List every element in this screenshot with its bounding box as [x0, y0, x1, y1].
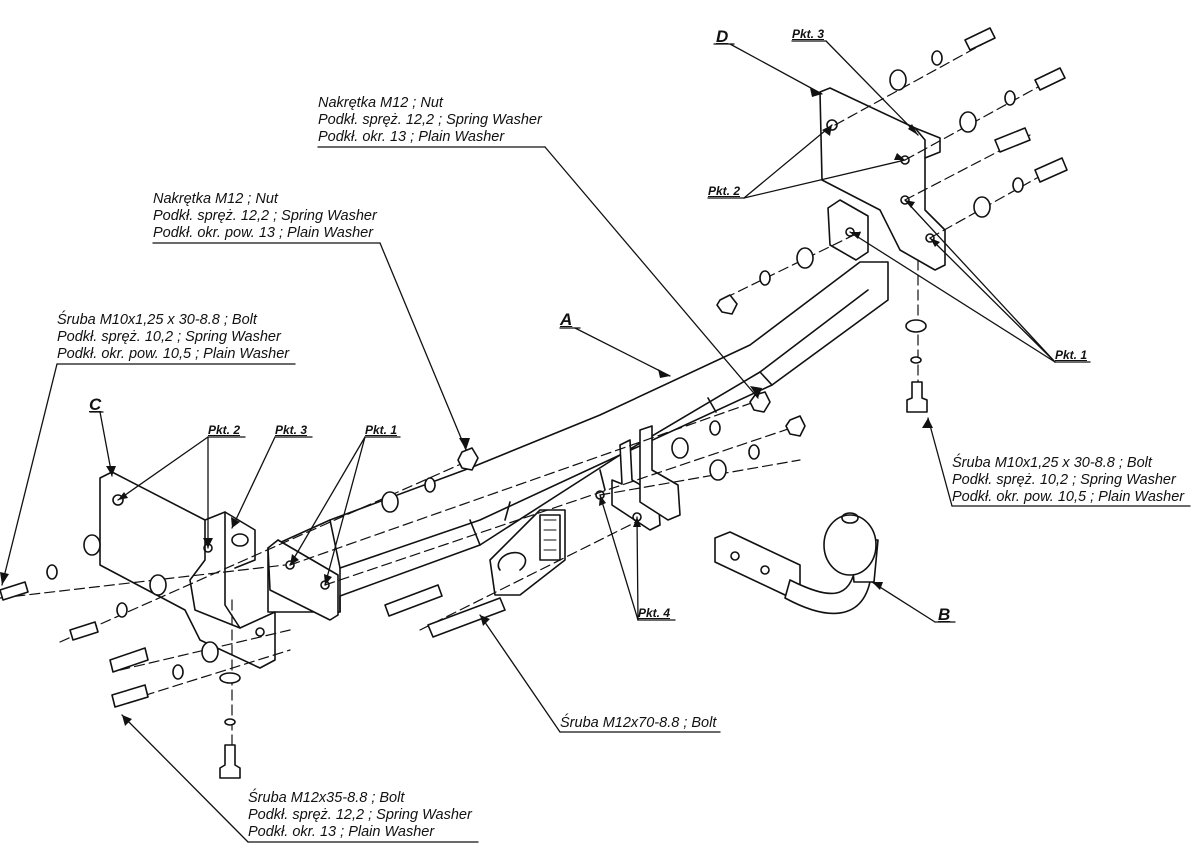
- label-line: Podkł. spręż. 12,2 ; Spring Washer: [318, 112, 542, 128]
- label-line: Podkł. spręż. 12,2 ; Spring Washer: [153, 208, 377, 224]
- callout-pkt1-right: Pkt. 1: [1055, 348, 1088, 362]
- part-letter-d: D: [716, 27, 729, 46]
- hardware: [0, 27, 1068, 779]
- label-bolt-bottom: Śruba M12x35-8.8 ; Bolt Podkł. spręż. 12…: [248, 790, 472, 841]
- label-line: Nakrętka M12 ; Nut: [318, 95, 443, 111]
- label-line: Nakrętka M12 ; Nut: [153, 191, 278, 207]
- leader-lines: [1, 40, 1191, 843]
- label-line: Śruba M12x35-8.8 ; Bolt: [248, 790, 405, 806]
- label-nut-mid: Nakrętka M12 ; Nut Podkł. spręż. 12,2 ; …: [153, 191, 377, 242]
- label-line: Podkł. spręż. 12,2 ; Spring Washer: [248, 807, 472, 823]
- label-nut-top: Nakrętka M12 ; Nut Podkł. spręż. 12,2 ; …: [318, 95, 542, 146]
- label-line: Śruba M10x1,25 x 30-8.8 ; Bolt: [952, 455, 1152, 471]
- callout-pkt1-left: Pkt. 1: [365, 423, 398, 437]
- label-line: Podkł. spręż. 10,2 ; Spring Washer: [952, 472, 1176, 488]
- label-bolt-right: Śruba M10x1,25 x 30-8.8 ; Bolt Podkł. sp…: [952, 455, 1184, 506]
- bracket-c: [99, 471, 276, 669]
- label-line: Śruba M10x1,25 x 30-8.8 ; Bolt: [57, 312, 257, 328]
- towball-b: [714, 512, 879, 615]
- label-line: Podkł. okr. 13 ; Plain Washer: [248, 824, 435, 840]
- label-line: Podkł. okr. pow. 10,5 ; Plain Washer: [952, 489, 1185, 505]
- callout-pkt2-left: Pkt. 2: [208, 423, 241, 437]
- crossbar-a: [267, 199, 889, 621]
- label-line: Podkł. spręż. 10,2 ; Spring Washer: [57, 329, 281, 345]
- label-line: Śruba M12x70-8.8 ; Bolt: [560, 715, 717, 731]
- part-letter-a: A: [560, 310, 573, 329]
- axis-lines: [0, 39, 1061, 761]
- label-bolt-left: Śruba M10x1,25 x 30-8.8 ; Bolt Podkł. sp…: [57, 312, 289, 363]
- label-line: Podkł. okr. pow. 13 ; Plain Washer: [153, 225, 374, 241]
- arrowheads: [0, 88, 940, 726]
- callout-pkt4: Pkt. 4: [638, 606, 671, 620]
- part-letter-b: B: [938, 605, 951, 624]
- callout-pkt2-right: Pkt. 2: [708, 184, 741, 198]
- label-line: Podkł. okr. 13 ; Plain Washer: [318, 129, 505, 145]
- callout-pkt3-right: Pkt. 3: [792, 27, 825, 41]
- label-line: Podkł. okr. pow. 10,5 ; Plain Washer: [57, 346, 290, 362]
- label-bolt-m12x70: Śruba M12x70-8.8 ; Bolt: [560, 715, 716, 732]
- part-letter-c: C: [89, 395, 102, 414]
- bracket-d: [819, 87, 946, 271]
- callout-pkt3-left: Pkt. 3: [275, 423, 308, 437]
